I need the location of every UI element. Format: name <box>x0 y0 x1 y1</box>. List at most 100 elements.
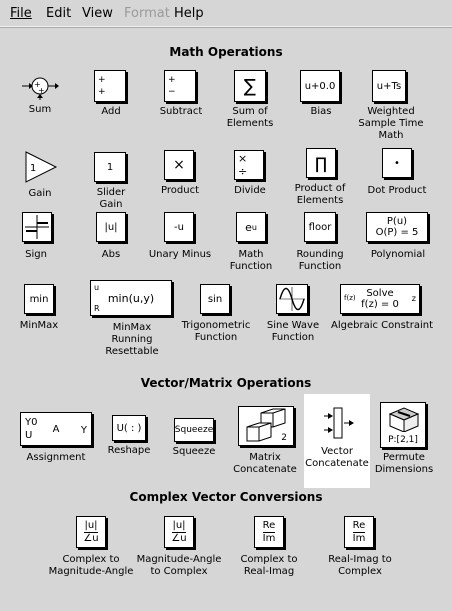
block-rounding[interactable]: floor Rounding Function <box>294 212 346 274</box>
block-minmax-resettable[interactable]: u R min(u,y) MinMax Running Resettable <box>86 280 178 360</box>
block-product[interactable]: × Product <box>154 150 206 200</box>
block-mag-complex[interactable]: |u| ∠u Magnitude-Angle to Complex <box>136 516 222 578</box>
menu-view[interactable]: View <box>82 6 113 21</box>
assignment-port-y: Y <box>80 425 87 436</box>
block-dot-product-label: Dot Product <box>367 185 427 196</box>
block-abs[interactable]: |u| Abs <box>90 212 132 260</box>
subtract-icon: + − <box>164 70 196 102</box>
minmax-resettable-text: min(u,y) <box>107 291 155 305</box>
block-unary-minus[interactable]: -u Unary Minus <box>146 212 214 260</box>
divide-sign-1: × <box>238 152 248 165</box>
subtract-sign-1: + <box>168 75 176 85</box>
minmax-port-u: u <box>94 283 100 292</box>
matrix-cubes-icon <box>246 408 286 442</box>
block-assignment[interactable]: Y0 U A Y Assignment <box>14 412 98 466</box>
complex-mag-line-1: |u| <box>84 519 98 533</box>
sign-icon <box>22 212 52 242</box>
sign-graph-icon <box>25 215 49 239</box>
assignment-port-y0: Y0 <box>25 417 38 428</box>
bias-icon: u+0.0 <box>300 70 340 102</box>
matrix-concat-icon: 2 <box>238 406 294 446</box>
add-sign-2: + <box>98 87 106 97</box>
menu-format-label: Format <box>124 6 170 21</box>
add-icon: + + <box>94 70 126 102</box>
divide-sign-2: ÷ <box>238 165 248 178</box>
block-complex-real[interactable]: Re Im Complex to Real-Imag <box>234 516 304 578</box>
section-title-vector: Vector/Matrix Operations <box>140 376 312 390</box>
vector-concat-icon <box>324 407 354 439</box>
block-trig[interactable]: sin Trigonometric Function <box>180 284 252 346</box>
block-reshape-label: Reshape <box>107 445 151 456</box>
block-bias[interactable]: u+0.0 Bias <box>296 70 346 120</box>
dot-product-icon: • <box>382 148 412 178</box>
real-complex-line-2: Im <box>352 532 366 544</box>
block-divide[interactable]: × ÷ Divide <box>224 150 276 200</box>
block-dot-product[interactable]: • Dot Product <box>360 148 434 198</box>
block-complex-mag[interactable]: |u| ∠u Complex to Magnitude-Angle <box>46 516 136 578</box>
block-reshape[interactable]: U( : ) Reshape <box>106 415 152 463</box>
svg-text:+: + <box>38 86 45 95</box>
block-subtract[interactable]: + − Subtract <box>156 70 206 120</box>
minmax-icon: min <box>24 284 54 314</box>
block-vector-concat[interactable]: Vector Concatenate <box>304 394 370 488</box>
block-divide-label: Divide <box>234 185 266 196</box>
block-product-elements-label: Product of Elements <box>294 183 346 206</box>
block-matrix-concat[interactable]: 2 Matrix Concatenate <box>232 406 298 484</box>
assignment-port-u: U <box>25 430 33 441</box>
block-sine-wave[interactable]: Sine Wave Function <box>262 284 324 346</box>
block-real-complex[interactable]: Re Im Real-Imag to Complex <box>322 516 398 578</box>
block-complex-mag-label: Complex to Magnitude-Angle <box>48 554 134 577</box>
math-function-base: e <box>245 220 252 234</box>
gain-triangle-icon: 1 <box>25 151 58 183</box>
complex-real-line-2: Im <box>262 532 276 544</box>
block-sign[interactable]: Sign <box>16 212 56 260</box>
minmax-port-r: R <box>94 304 100 313</box>
block-sum[interactable]: ++ Sum <box>20 72 60 116</box>
menu-edit-label: Edit <box>46 6 72 21</box>
permute-text: P:[2,1] <box>388 435 418 445</box>
mag-complex-line-1: |u| <box>172 519 186 533</box>
mag-complex-icon: |u| ∠u <box>164 516 194 548</box>
block-permute-label: Permute Dimensions <box>374 452 434 475</box>
menu-file[interactable]: File <box>10 6 32 21</box>
reshape-icon: U( : ) <box>112 415 146 441</box>
sine-curve-icon <box>279 287 305 311</box>
block-weighted-label: Weighted Sample Time Math <box>358 106 424 141</box>
abs-icon: |u| <box>96 212 126 242</box>
assignment-icon: Y0 U A Y <box>20 412 92 446</box>
matrix-concat-count: 2 <box>281 433 287 443</box>
block-squeeze[interactable]: Squeeze Squeeze <box>170 418 218 466</box>
block-slider-gain[interactable]: 1 Slider Gain <box>88 152 134 214</box>
complex-mag-icon: |u| ∠u <box>76 516 106 548</box>
block-product-elements[interactable]: ∏ Product of Elements <box>288 148 352 210</box>
block-add[interactable]: + + Add <box>88 70 134 120</box>
block-algebraic[interactable]: f(z) z Solve f(z) = 0 Algebraic Constrai… <box>330 284 434 334</box>
block-polynomial[interactable]: P(u) O(P) = 5 Polynomial <box>360 212 436 260</box>
block-minmax[interactable]: min MinMax <box>16 284 62 334</box>
block-algebraic-label: Algebraic Constraint <box>330 320 433 331</box>
block-permute[interactable]: P:[2,1] Permute Dimensions <box>374 402 434 484</box>
trig-icon: sin <box>200 284 230 314</box>
block-add-label: Add <box>101 106 121 117</box>
menu-help[interactable]: Help <box>174 6 204 21</box>
block-mag-complex-label: Magnitude-Angle to Complex <box>136 554 222 577</box>
algebraic-line-2: f(z) = 0 <box>361 299 399 310</box>
menu-edit[interactable]: Edit <box>46 6 71 21</box>
block-gain[interactable]: 1 Gain <box>18 150 62 200</box>
menu-help-label: Help <box>174 6 204 21</box>
block-weighted[interactable]: u+Ts Weighted Sample Time Math <box>356 70 426 144</box>
sine-wave-icon <box>276 284 308 314</box>
block-rounding-label: Rounding Function <box>296 249 344 272</box>
section-title-complex: Complex Vector Conversions <box>129 490 323 504</box>
block-matrix-concat-label: Matrix Concatenate <box>233 452 297 475</box>
block-minmax-resettable-label: MinMax Running Resettable <box>105 322 159 357</box>
block-sum-elements[interactable]: ∑ Sum of Elements <box>224 70 276 132</box>
block-sum-elements-label: Sum of Elements <box>226 106 274 129</box>
algebraic-line-1: Solve <box>366 288 394 299</box>
block-squeeze-label: Squeeze <box>172 446 216 457</box>
svg-text:+: + <box>34 80 41 89</box>
weighted-icon: u+Ts <box>372 70 406 102</box>
block-complex-real-label: Complex to Real-Imag <box>240 554 298 577</box>
menu-bar: File Edit View Format Help <box>0 0 452 28</box>
